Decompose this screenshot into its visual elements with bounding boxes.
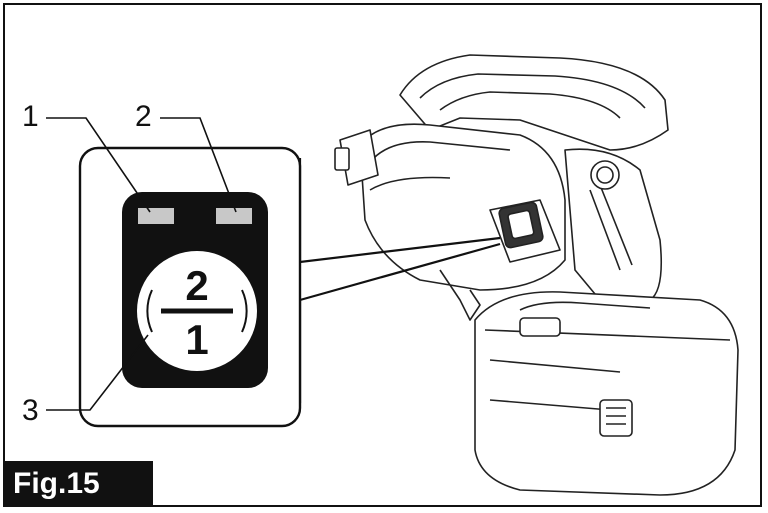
callout-2: 2 bbox=[135, 100, 152, 133]
indicator-lamp-1 bbox=[138, 208, 174, 224]
switch-bottom-number: 1 bbox=[185, 316, 208, 363]
figure-label: Fig.15 bbox=[3, 461, 153, 507]
callout-1: 1 bbox=[22, 100, 39, 133]
figure-frame bbox=[3, 3, 762, 507]
callout-lines bbox=[46, 117, 237, 411]
tool-body bbox=[334, 54, 739, 496]
callout-3: 3 bbox=[22, 394, 39, 427]
indicator-lamp-2 bbox=[216, 208, 252, 224]
switch-top-number: 2 bbox=[185, 262, 208, 309]
